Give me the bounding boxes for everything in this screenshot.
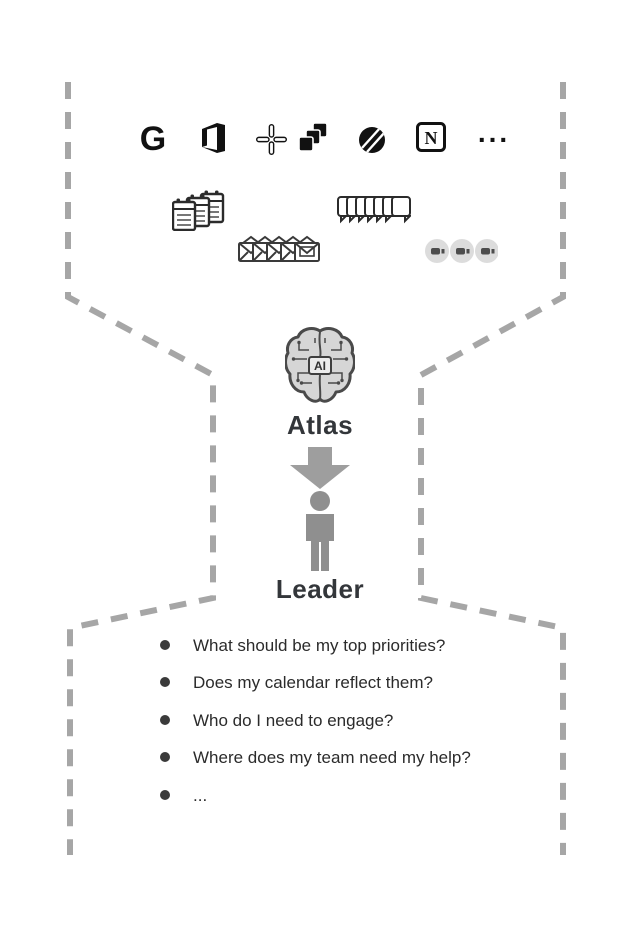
bullet-dot-icon <box>160 752 170 763</box>
question-text: What should be my top priorities? <box>193 636 446 655</box>
funnel-left-edge <box>65 82 216 855</box>
leader-questions-list: What should be my top priorities? Does m… <box>160 636 570 823</box>
down-arrow-icon <box>290 447 350 489</box>
question-text: Where does my team need my help? <box>193 748 471 768</box>
email-stack-icon <box>238 235 320 262</box>
question-item: Does my calendar reflect them? <box>160 673 570 693</box>
chat-message-stack-icon <box>337 196 411 224</box>
atlas-label: Atlas <box>286 410 354 440</box>
bullet-dot-icon <box>160 714 170 725</box>
calendar-stack-icon <box>172 190 225 231</box>
leader-label: Leader <box>275 574 365 604</box>
question-item: Who do I need to engage? <box>160 711 570 731</box>
bullet-dot-icon <box>160 789 170 800</box>
notion-icon: N <box>416 122 446 152</box>
ai-brain-icon: AI <box>285 327 355 403</box>
bullet-dot-icon <box>160 677 170 688</box>
microsoft-office-icon <box>202 123 225 153</box>
question-item: ... <box>160 786 570 806</box>
google-icon: G <box>139 120 167 158</box>
question-text: Who do I need to engage? <box>193 710 394 730</box>
question-item: Where does my team need my help? <box>160 748 570 768</box>
question-text: Does my calendar reflect them? <box>193 673 433 693</box>
funnel-right-edge <box>418 82 566 855</box>
gray-record-circles-icon <box>425 239 498 263</box>
question-text: ... <box>193 785 208 805</box>
leader-person-icon <box>306 491 334 571</box>
stacked-documents-icon <box>298 122 328 152</box>
striped-circle-icon <box>359 127 385 153</box>
question-item: What should be my top priorities? <box>160 636 570 656</box>
svg-text:N: N <box>425 128 438 148</box>
ai-chip-label: AI <box>314 359 326 373</box>
bullet-dot-icon <box>160 640 170 650</box>
slack-icon <box>256 124 287 155</box>
more-apps-ellipsis: ... <box>477 117 511 148</box>
